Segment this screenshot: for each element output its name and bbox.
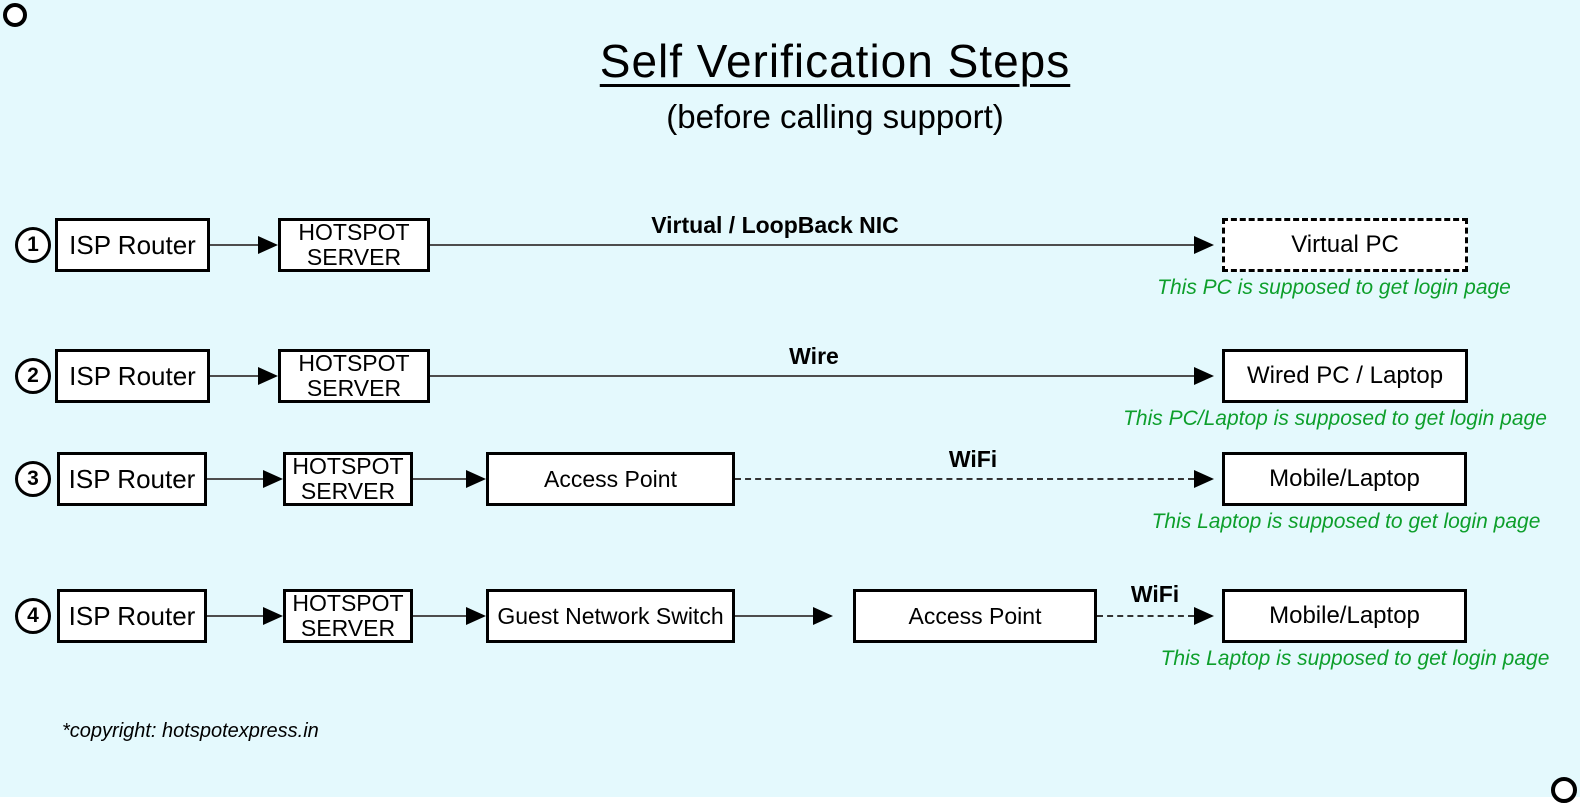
arrow-head-icon bbox=[263, 470, 283, 488]
wifi-dashed-line bbox=[1097, 615, 1194, 617]
arrow-head-icon bbox=[1194, 236, 1214, 254]
arrow-head-icon bbox=[466, 470, 486, 488]
connector-line bbox=[430, 375, 1194, 377]
mobile-laptop-box: Mobile/Laptop bbox=[1222, 452, 1467, 506]
corner-circle-top-left bbox=[3, 3, 27, 27]
page-subtitle: (before calling support) bbox=[666, 98, 1004, 135]
step-badge: 4 bbox=[15, 598, 51, 634]
caption: This PC/Laptop is supposed to get login … bbox=[1123, 407, 1547, 430]
bottom-strip bbox=[0, 797, 1580, 803]
access-point-box: Access Point bbox=[486, 452, 735, 506]
wifi-dashed-line bbox=[735, 478, 1194, 480]
caption: This Laptop is supposed to get login pag… bbox=[1160, 647, 1550, 670]
arrow-head-icon bbox=[1194, 607, 1214, 625]
isp-router-box: ISP Router bbox=[55, 349, 210, 403]
corner-circle-bottom-right bbox=[1551, 777, 1577, 803]
page-title: Self Verification Steps bbox=[599, 35, 1071, 87]
arrow-head-icon bbox=[258, 367, 278, 385]
step-badge: 2 bbox=[15, 358, 51, 394]
arrow-head-icon bbox=[466, 607, 486, 625]
connector-line bbox=[210, 375, 258, 377]
arrow-head-icon bbox=[1194, 470, 1214, 488]
wired-pc-box: Wired PC / Laptop bbox=[1222, 349, 1468, 403]
step-badge: 3 bbox=[15, 461, 51, 497]
step-badge: 1 bbox=[15, 227, 51, 263]
arrow-head-icon bbox=[258, 236, 278, 254]
guest-network-switch-box: Guest Network Switch bbox=[486, 589, 735, 643]
hotspot-server-box: HOTSPOT SERVER bbox=[278, 349, 430, 403]
arrow-head-icon bbox=[813, 607, 833, 625]
isp-router-box: ISP Router bbox=[57, 589, 207, 643]
connector-line bbox=[413, 615, 466, 617]
copyright-note: *copyright: hotspotexpress.in bbox=[62, 720, 319, 742]
access-point-box: Access Point bbox=[853, 589, 1097, 643]
connector-line bbox=[207, 615, 263, 617]
virtual-pc-box: Virtual PC bbox=[1222, 218, 1468, 272]
caption: This PC is supposed to get login page bbox=[1157, 276, 1511, 299]
connector-line bbox=[735, 615, 813, 617]
link-label: WiFi bbox=[1130, 581, 1180, 607]
link-label: Wire bbox=[789, 343, 839, 369]
hotspot-server-box: HOTSPOT SERVER bbox=[283, 452, 413, 506]
connector-line bbox=[210, 244, 258, 246]
isp-router-box: ISP Router bbox=[55, 218, 210, 272]
arrow-head-icon bbox=[1194, 367, 1214, 385]
connector-line bbox=[207, 478, 263, 480]
hotspot-server-box: HOTSPOT SERVER bbox=[278, 218, 430, 272]
hotspot-server-box: HOTSPOT SERVER bbox=[283, 589, 413, 643]
arrow-head-icon bbox=[263, 607, 283, 625]
link-label: WiFi bbox=[948, 446, 998, 472]
link-label: Virtual / LoopBack NIC bbox=[651, 212, 899, 238]
isp-router-box: ISP Router bbox=[57, 452, 207, 506]
caption: This Laptop is supposed to get login pag… bbox=[1151, 510, 1541, 533]
connector-line bbox=[413, 478, 466, 480]
connector-line bbox=[430, 244, 1194, 246]
mobile-laptop-box: Mobile/Laptop bbox=[1222, 589, 1467, 643]
